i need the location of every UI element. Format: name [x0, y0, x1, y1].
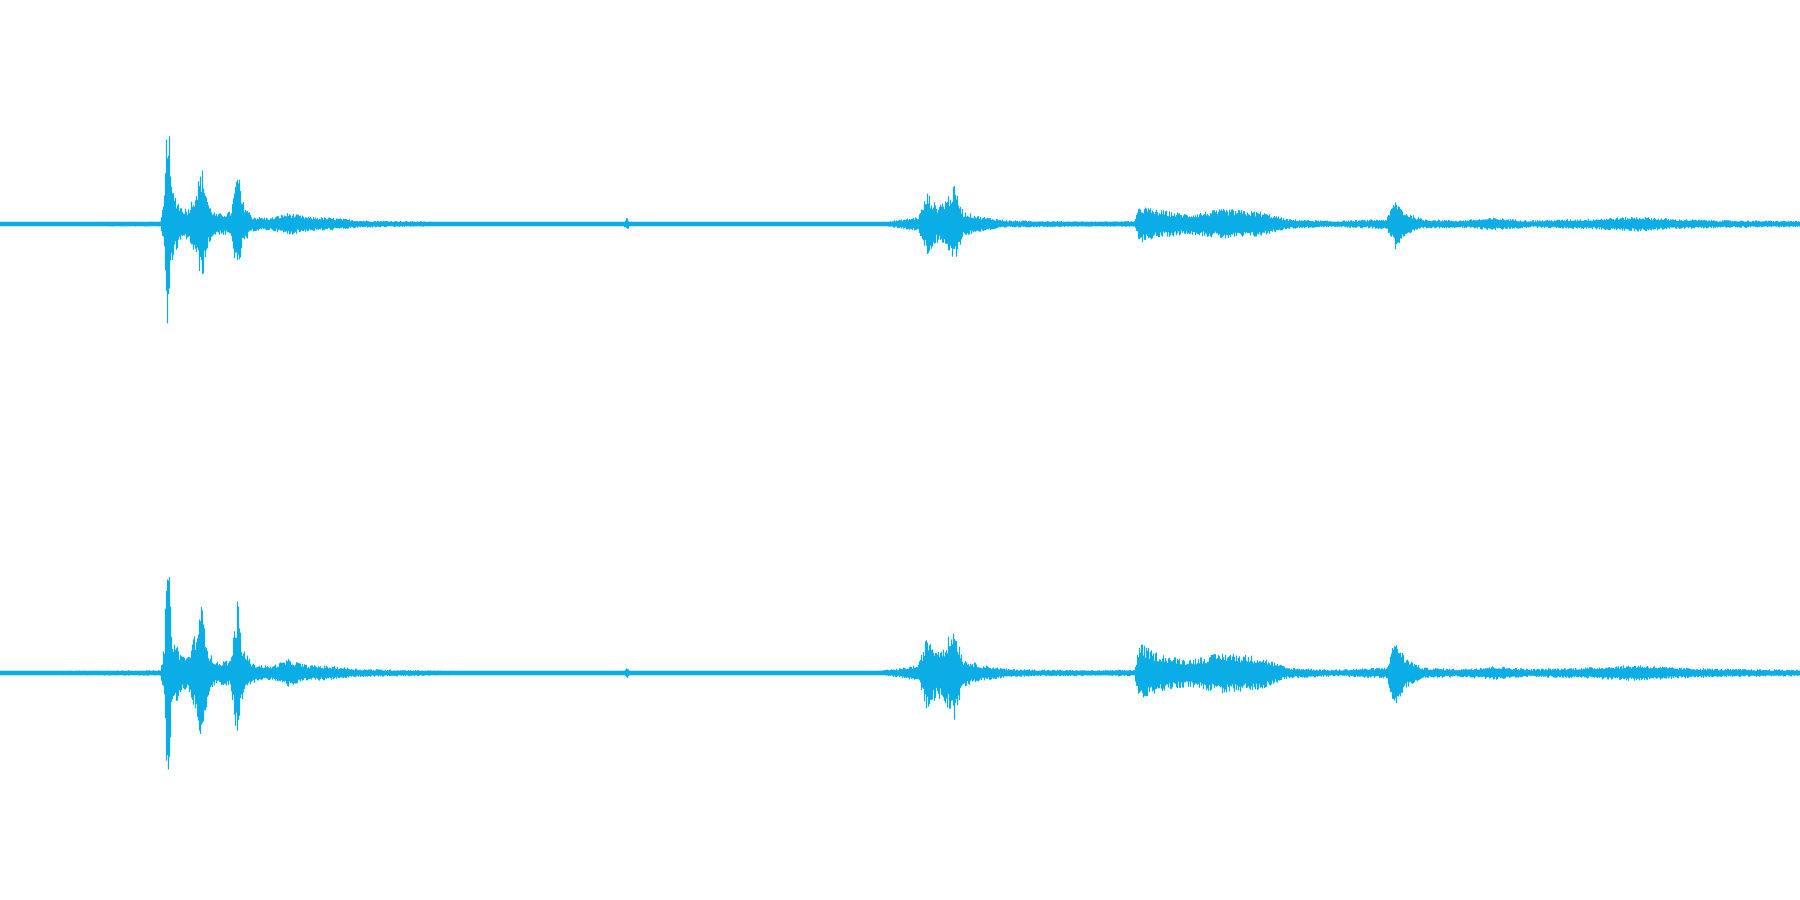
right-channel-waveform [0, 577, 1800, 770]
left-waveform-path [0, 136, 1800, 324]
left-channel-waveform [0, 136, 1800, 324]
